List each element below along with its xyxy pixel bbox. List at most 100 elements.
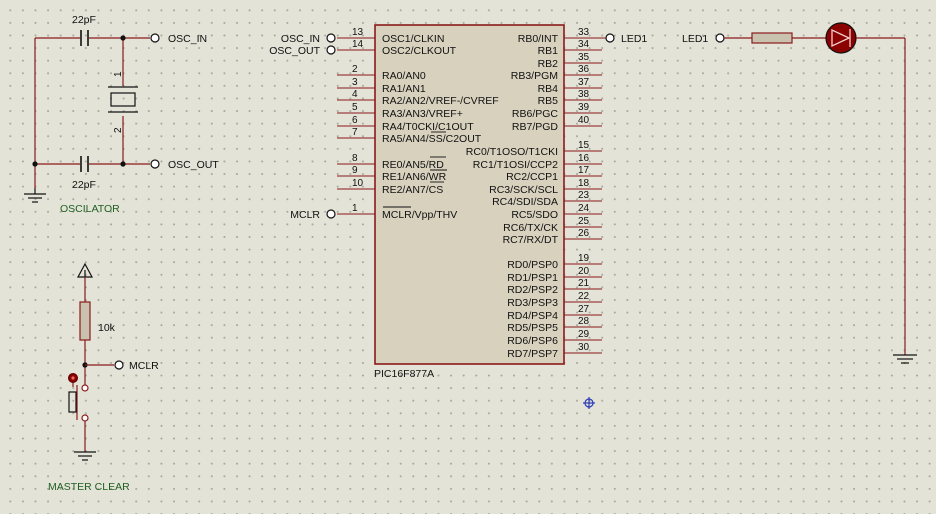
mclr-net-label: MCLR (129, 360, 159, 372)
net-terminal[interactable] (326, 45, 336, 55)
pin-name: OSC1/CLKIN (382, 33, 444, 45)
osc-out-terminal[interactable] (150, 159, 160, 169)
net-label: OSC_OUT (269, 45, 320, 57)
osc-in-label: OSC_IN (168, 33, 207, 45)
pin-name: RC6/TX/CK (503, 222, 558, 234)
mclr-terminal[interactable] (114, 360, 124, 370)
pin-name: RE0/AN5/RD (382, 159, 444, 171)
pin-name: OSC2/CLKOUT (382, 45, 457, 57)
pin-name: RA3/AN3/VREF+ (382, 108, 463, 120)
pin-name: RD7/PSP7 (507, 348, 558, 360)
net-label: MCLR (290, 209, 320, 221)
pin-name: RC2/CCP1 (506, 171, 558, 183)
pin-number: 3 (352, 77, 358, 88)
pin-number: 18 (578, 178, 590, 189)
pin-name: RA0/AN0 (382, 70, 426, 82)
push-button[interactable] (68, 373, 89, 422)
net-terminal[interactable] (605, 33, 615, 43)
pin-number: 38 (578, 89, 590, 100)
oscillator-circuit: 22pF 22pF 1 2 OSC_IN OSC_OUT (24, 14, 219, 215)
ground-symbol (74, 451, 96, 461)
master-clear-circuit: 10k MCLR MASTER CLEAR (48, 262, 159, 493)
pin-name: RB0/INT (518, 33, 559, 45)
led-terminal[interactable] (715, 33, 725, 43)
pin-name: RD3/PSP3 (507, 297, 558, 309)
net-terminal[interactable] (326, 33, 336, 43)
capacitor-c1[interactable] (80, 30, 89, 46)
pin-name: RA5/AN4/SS/C2OUT (382, 133, 482, 145)
pin-number: 29 (578, 329, 590, 340)
pin-name: RC1/T1OSI/CCP2 (473, 159, 558, 171)
capacitor-c2[interactable] (80, 156, 89, 172)
crosshair-cursor-icon (583, 397, 595, 409)
pin-name: RD6/PSP6 (507, 335, 558, 347)
pin-number: 26 (578, 228, 590, 239)
pin-number: 28 (578, 316, 590, 327)
pin-number: 4 (352, 89, 358, 100)
pin-number: 36 (578, 64, 590, 75)
pin-name: RC7/RX/DT (503, 234, 559, 246)
pin-number: 25 (578, 216, 590, 227)
pin-number: 14 (352, 39, 364, 50)
pin-name: RB3/PGM (511, 70, 558, 82)
resistor-r2[interactable] (751, 32, 793, 44)
pin-number: 6 (352, 115, 358, 126)
pin-number: 19 (578, 253, 590, 264)
pin-number: 7 (352, 127, 358, 138)
capacitor-c1-value: 22pF (72, 14, 96, 26)
led-icon[interactable] (825, 22, 857, 54)
net-terminal[interactable] (326, 209, 336, 219)
master-clear-block-label: MASTER CLEAR (48, 481, 130, 493)
pin-number: 40 (578, 115, 590, 126)
pin-number: 5 (352, 102, 358, 113)
resistor-r1[interactable] (79, 301, 91, 341)
pin-number: 10 (352, 178, 364, 189)
pin-name: RC4/SDI/SDA (492, 196, 558, 208)
pin-number: 23 (578, 190, 590, 201)
crystal[interactable] (108, 86, 138, 113)
osc-in-terminal[interactable] (150, 33, 160, 43)
net-label: OSC_IN (281, 33, 320, 45)
ic-body[interactable] (374, 24, 565, 365)
capacitor-c2-value: 22pF (72, 179, 96, 191)
